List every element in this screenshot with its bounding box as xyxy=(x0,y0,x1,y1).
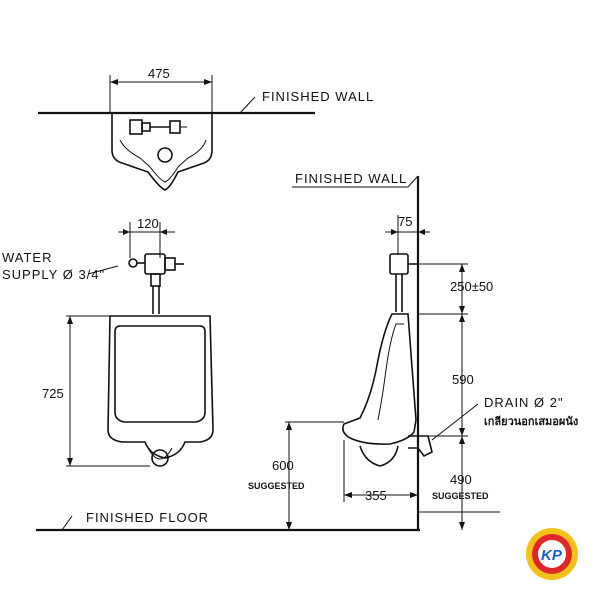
water-leader xyxy=(87,265,119,275)
drain-leader xyxy=(431,403,479,441)
dim-600-text: 600 xyxy=(272,458,294,473)
dim-arrow xyxy=(391,229,398,235)
dim-250-text: 250±50 xyxy=(450,279,493,294)
dim-490-text: 490 xyxy=(450,472,472,487)
dim-arrow xyxy=(459,314,465,322)
suggested-left-label: SUGGESTED xyxy=(248,481,305,491)
side-view: FINISHED WALL 75 250±50 590 DRAIN Ø 2" xyxy=(248,171,578,530)
side-trap xyxy=(359,445,399,467)
front-supply-stop xyxy=(128,258,138,268)
dim-arrow xyxy=(459,264,465,272)
top-valve-handle xyxy=(169,120,181,134)
top-drain-hole xyxy=(157,147,173,163)
floor-leader xyxy=(61,515,73,531)
dim-120-text: 120 xyxy=(137,216,159,231)
dim-75-text: 75 xyxy=(398,214,412,229)
dim-725-text: 725 xyxy=(42,386,64,401)
dim-arrow xyxy=(67,458,73,466)
dim-arrow xyxy=(110,79,118,85)
front-valve-neck xyxy=(150,273,161,287)
top-view: FINISHED WALL 475 xyxy=(38,66,374,191)
dim-arrow xyxy=(418,229,425,235)
dim-arrow xyxy=(459,436,465,444)
kp-logo: KP xyxy=(526,528,578,580)
front-valve-cap xyxy=(164,257,176,271)
finished-floor-label: FINISHED FLOOR xyxy=(86,510,209,525)
side-finished-wall-label: FINISHED WALL xyxy=(295,171,407,186)
front-trap xyxy=(147,447,173,460)
dim-arrow xyxy=(286,422,292,430)
front-urinal-bowl xyxy=(114,325,206,423)
front-valve-body xyxy=(144,253,166,275)
dim-arrow xyxy=(410,492,418,498)
top-urinal-inner xyxy=(119,139,207,183)
front-view: 120 WATER SUPPLY Ø 3/4" 725 xyxy=(2,216,214,467)
side-wall-leader xyxy=(407,175,419,188)
dim-arrow xyxy=(459,522,465,530)
dim-475-text: 475 xyxy=(148,66,170,81)
dim-arrow xyxy=(459,306,465,314)
drain-thai-label: เกลียวนอกเสมอผนัง xyxy=(484,415,578,428)
dim-arrow xyxy=(160,229,167,235)
dim-arrow xyxy=(286,522,292,530)
suggested-right-label: SUGGESTED xyxy=(432,491,489,501)
front-urinal-body xyxy=(107,315,214,459)
logo-center xyxy=(538,540,566,568)
drain-label: DRAIN Ø 2" xyxy=(484,395,564,410)
logo-text: KP xyxy=(541,547,563,564)
top-urinal-outline xyxy=(111,114,213,191)
top-wall-leader xyxy=(239,96,256,114)
top-finished-wall-label: FINISHED WALL xyxy=(262,89,374,104)
front-drain-outlet xyxy=(151,449,169,467)
floor: FINISHED FLOOR xyxy=(36,510,420,532)
top-valve-body xyxy=(129,119,143,135)
dim-arrow xyxy=(204,79,212,85)
water-label-line2: SUPPLY Ø 3/4" xyxy=(2,267,105,282)
side-drain-pipe xyxy=(408,435,433,458)
side-urinal-inner xyxy=(377,323,404,421)
dim-arrow xyxy=(459,428,465,436)
dim-590-text: 590 xyxy=(452,372,474,387)
dim-arrow xyxy=(344,492,352,498)
dim-arrow xyxy=(123,229,130,235)
dim-355-text: 355 xyxy=(365,488,387,503)
side-urinal-body xyxy=(342,313,417,445)
side-valve-body xyxy=(389,253,409,275)
top-valve-nut xyxy=(141,122,151,132)
water-label-line1: WATER xyxy=(2,250,53,265)
dim-arrow xyxy=(67,316,73,324)
